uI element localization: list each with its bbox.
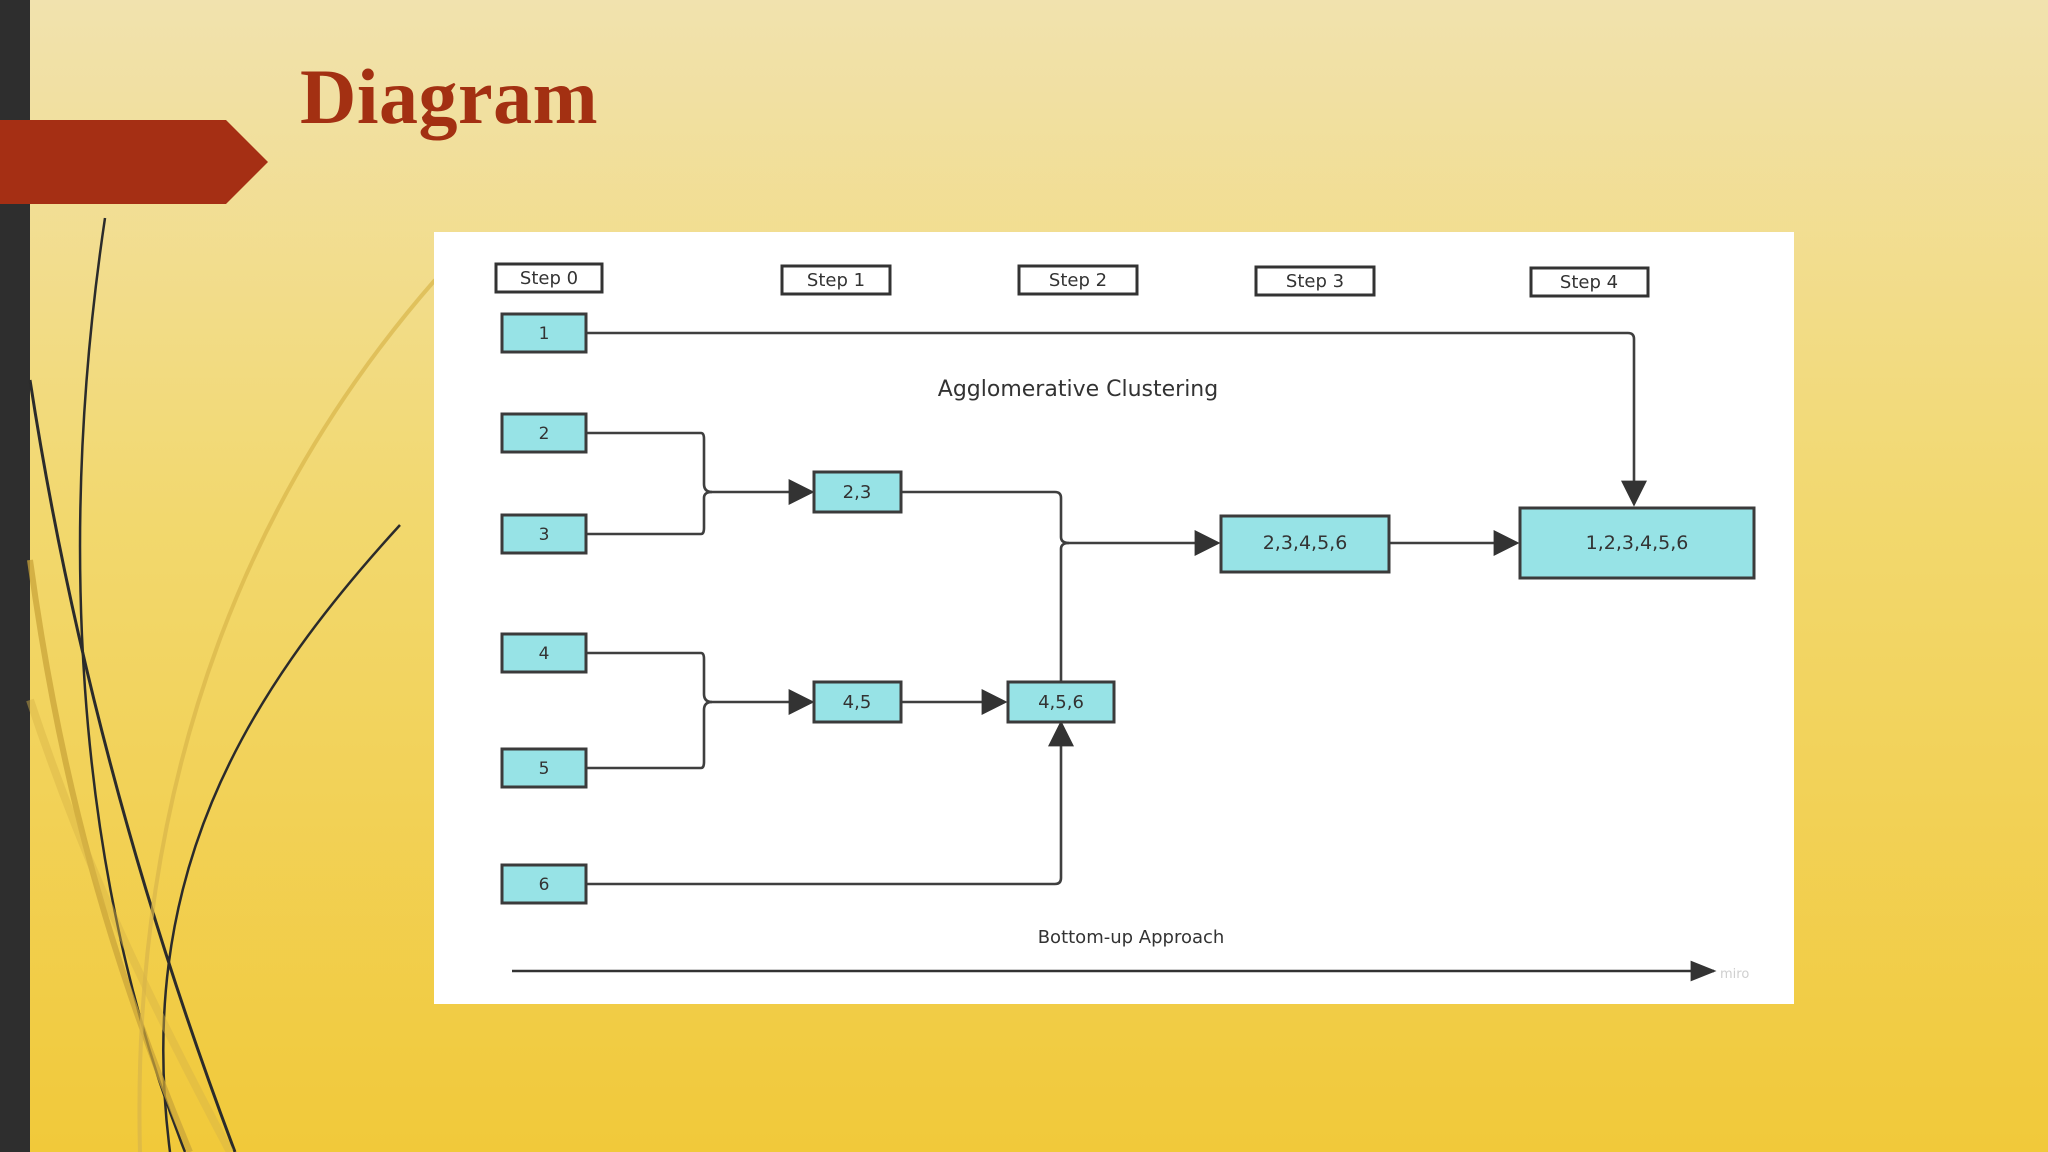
node-2: 2	[500, 412, 588, 454]
node-1-label: 1	[539, 324, 550, 344]
node-1: 1	[500, 312, 588, 354]
decorative-curves	[26, 217, 437, 1152]
node-6: 6	[500, 863, 588, 905]
edge-456-to-23456	[1059, 541, 1070, 681]
step-4-box: Step 4	[1529, 266, 1650, 298]
cluster-2-3: 2,3	[812, 470, 903, 514]
step-1-label: Step 1	[807, 270, 865, 291]
node-4: 4	[500, 632, 588, 674]
step-2-box: Step 2	[1017, 264, 1139, 296]
node-6-label: 6	[539, 875, 550, 895]
title-ribbon	[0, 120, 268, 204]
cluster-4-5-6: 4,5,6	[1006, 680, 1116, 724]
cluster-2-3-4-5-6: 2,3,4,5,6	[1219, 514, 1391, 574]
step-4-label: Step 4	[1560, 272, 1618, 293]
cluster-1-2-3-4-5-6-label: 1,2,3,4,5,6	[1586, 532, 1689, 554]
step-3-label: Step 3	[1286, 271, 1344, 292]
step-3-box: Step 3	[1254, 265, 1376, 297]
step-2-label: Step 2	[1049, 270, 1107, 291]
diagram-panel: Step 0 Step 1 Step 2 Step 3 Step 4 Agglo…	[434, 232, 1794, 1004]
cluster-1-2-3-4-5-6: 1,2,3,4,5,6	[1518, 506, 1756, 580]
edge-1-to-final	[586, 331, 1647, 507]
clustering-diagram: Step 0 Step 1 Step 2 Step 3 Step 4 Agglo…	[494, 262, 1756, 982]
cluster-4-5-label: 4,5	[843, 692, 872, 713]
step-0-label: Step 0	[520, 268, 578, 289]
footer-label: Bottom-up Approach	[1038, 927, 1225, 948]
edge-6-to-456	[586, 720, 1074, 886]
node-3: 3	[500, 513, 588, 555]
node-5-label: 5	[539, 759, 550, 779]
edge-3-to-23	[586, 490, 713, 536]
node-5: 5	[500, 747, 588, 789]
slide-title: Diagram	[300, 53, 599, 140]
node-3-label: 3	[539, 525, 550, 545]
cluster-4-5: 4,5	[812, 680, 903, 724]
step-0-box: Step 0	[494, 262, 604, 294]
edge-2-to-23	[586, 431, 815, 505]
edge-5-to-45	[586, 700, 713, 770]
cluster-2-3-4-5-6-label: 2,3,4,5,6	[1263, 532, 1348, 554]
node-4-label: 4	[539, 644, 550, 664]
miro-watermark: miro	[1720, 967, 1749, 982]
step-1-box: Step 1	[780, 264, 892, 296]
cluster-2-3-label: 2,3	[843, 482, 872, 503]
edge-4-to-45	[586, 651, 815, 715]
node-2-label: 2	[539, 424, 550, 444]
diagram-title: Agglomerative Clustering	[938, 377, 1218, 402]
edge-23-to-23456	[901, 490, 1221, 556]
cluster-4-5-6-label: 4,5,6	[1038, 692, 1084, 713]
